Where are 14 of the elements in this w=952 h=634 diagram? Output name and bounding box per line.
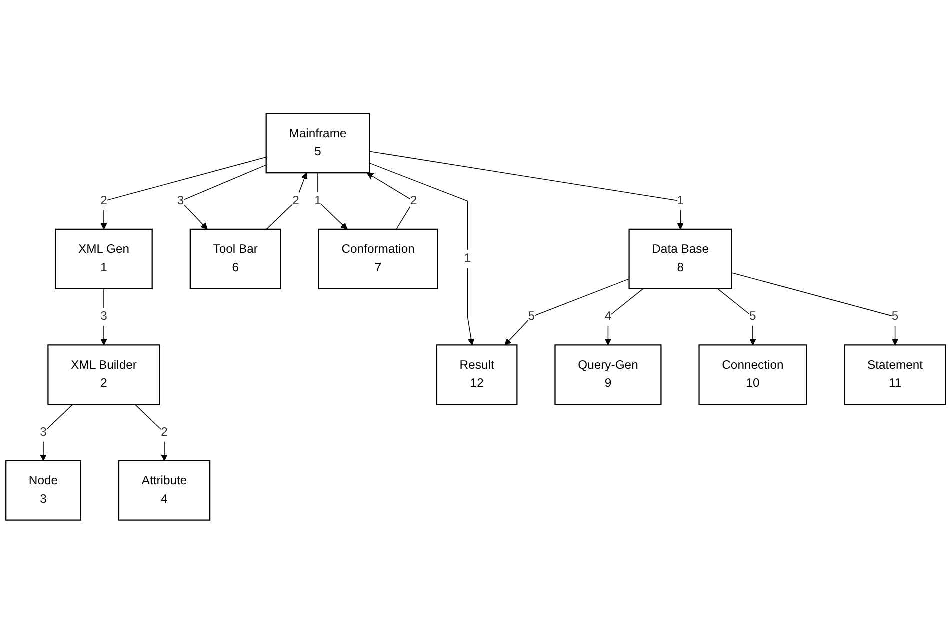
class-box: Mainframe 5 bbox=[266, 113, 370, 174]
class-box: Query-Gen 9 bbox=[554, 344, 662, 406]
edge-label: 3 bbox=[100, 308, 108, 326]
class-box: XML Gen 1 bbox=[55, 228, 153, 290]
class-box: Tool Bar 6 bbox=[190, 228, 282, 290]
class-box: Node 3 bbox=[6, 460, 82, 521]
class-box: Connection 10 bbox=[698, 344, 808, 406]
class-box: XML Builder 2 bbox=[48, 344, 160, 406]
class-box: Statement 11 bbox=[844, 344, 946, 406]
class-box: Result 12 bbox=[436, 344, 518, 406]
edge-label: 1 bbox=[464, 250, 472, 268]
class-box: Data Base 8 bbox=[628, 228, 732, 290]
class-box: Conformation 7 bbox=[318, 228, 438, 290]
class-box: Attribute 4 bbox=[118, 460, 211, 521]
